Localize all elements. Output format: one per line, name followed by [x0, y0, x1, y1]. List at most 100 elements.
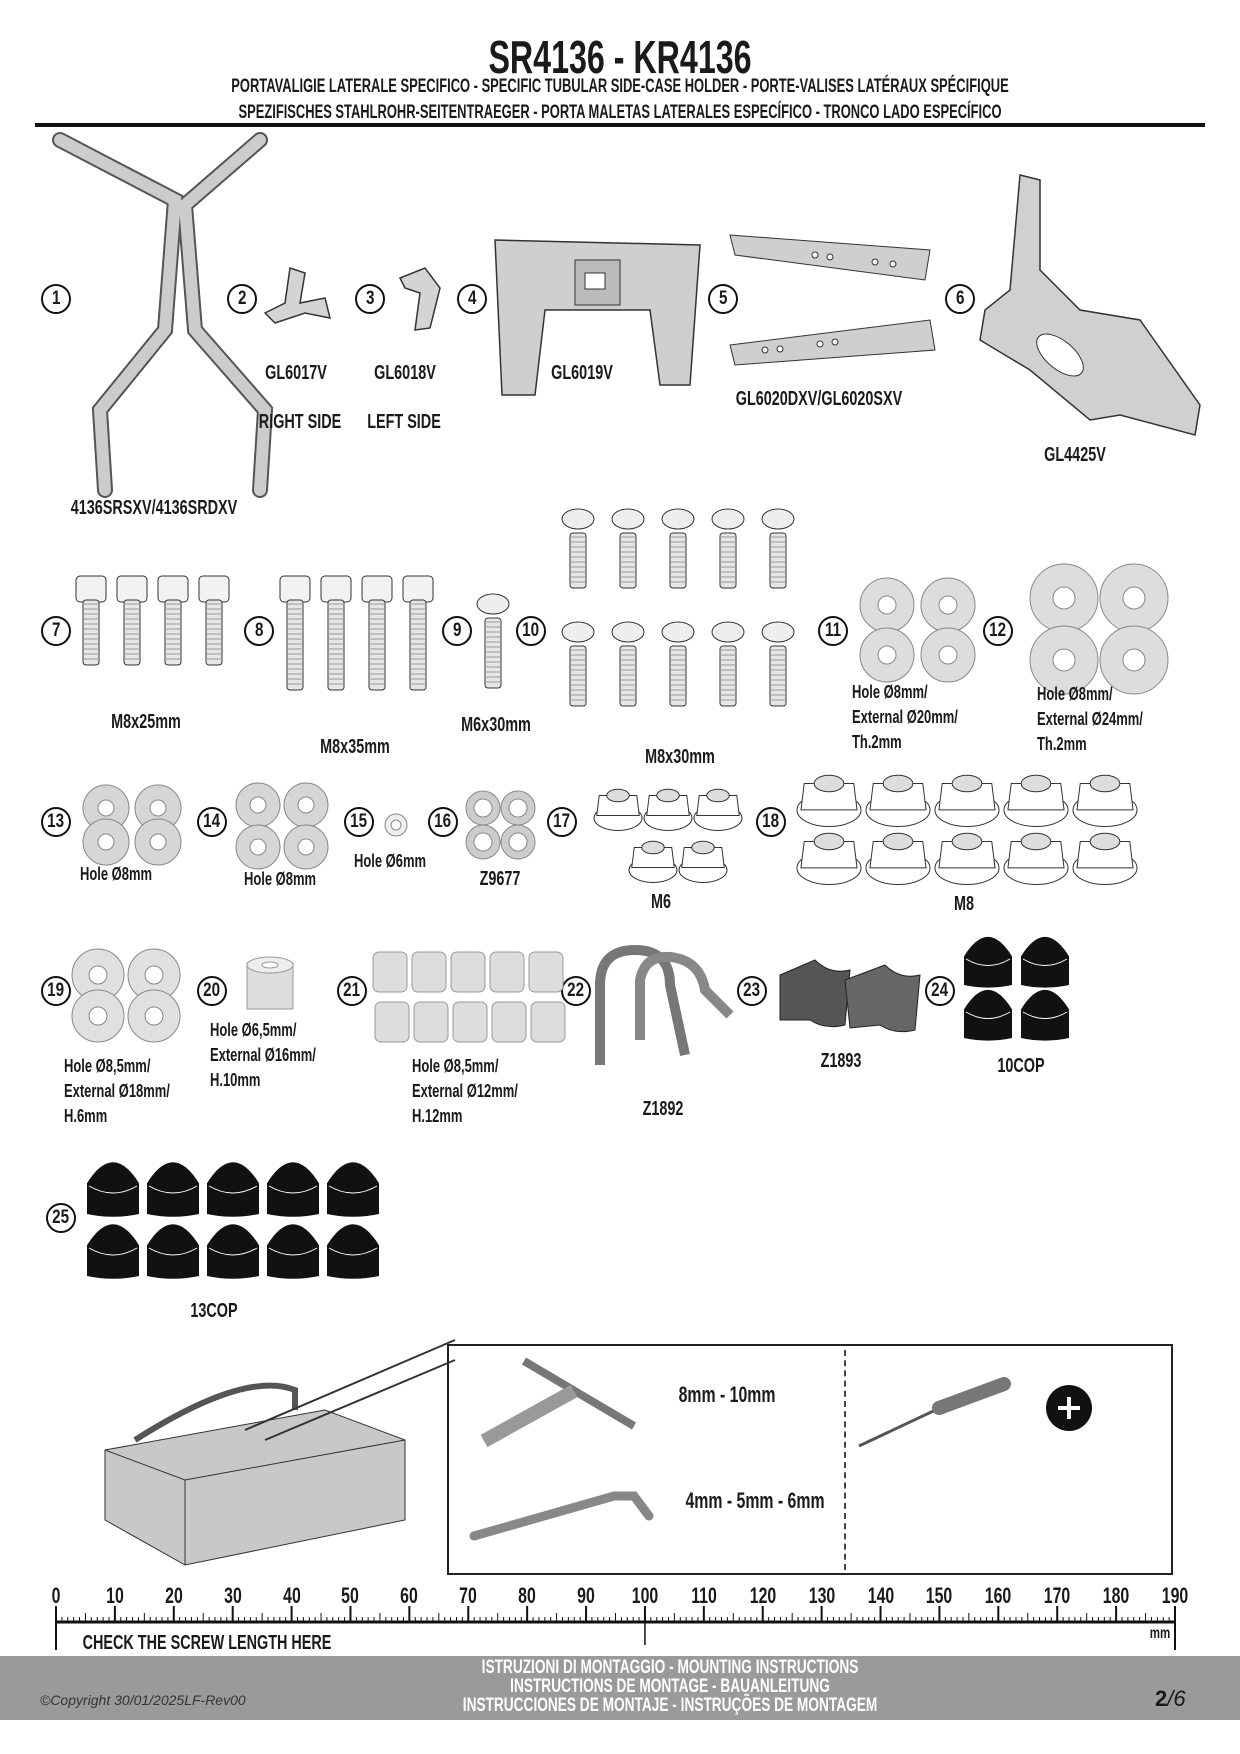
part-number-text: 25	[52, 1207, 70, 1228]
part-19-spec: Hole Ø8,5mm/External Ø18mm/H.6mm	[64, 1054, 170, 1129]
part-14-spec: Hole Ø8mm	[243, 869, 317, 889]
part-number-text: 7	[51, 620, 61, 641]
cap-13cop	[327, 1162, 379, 1217]
part-number-15: 15	[344, 807, 374, 837]
ruler-tick-label: 140	[867, 1583, 894, 1608]
ruler-tick-label: 180	[1102, 1583, 1130, 1608]
m6-flange-nut	[593, 788, 643, 831]
washer-24mm	[1099, 625, 1169, 695]
part-number-text: 2	[237, 288, 247, 309]
washer-20mm	[859, 577, 915, 633]
part-number-text: 18	[762, 811, 780, 832]
m8-flange-nut	[865, 832, 931, 885]
cap-10cop	[1021, 989, 1069, 1041]
washer-z9677	[465, 824, 501, 860]
allen-key-icon	[469, 1491, 654, 1541]
m8-flange-nut	[934, 832, 1000, 885]
part-6-code: GL4425V	[1044, 444, 1106, 466]
spring-washer	[82, 784, 130, 832]
part-number-23: 23	[737, 976, 767, 1006]
washer-20mm	[920, 577, 976, 633]
ruler-tick-label: 40	[282, 1583, 301, 1608]
spacer-18mm	[71, 948, 125, 1002]
part-23-rubber-pads-illustration	[779, 959, 921, 1033]
m8-flange-nut	[796, 832, 862, 885]
part-9-size: M6x30mm	[461, 714, 531, 736]
copyright: ©Copyright 30/01/2025LF-Rev00	[40, 1692, 246, 1708]
ruler-tick-label: 30	[223, 1583, 242, 1608]
ruler-tick-label: 0	[51, 1583, 61, 1608]
part-16-code: Z9677	[479, 868, 521, 890]
page-current: 2	[1155, 1686, 1168, 1711]
ruler-tick-label: 10	[106, 1583, 124, 1608]
part-number-text: 10	[522, 620, 540, 641]
part-number-21: 21	[337, 976, 367, 1006]
spec-line: External Ø20mm/	[852, 707, 958, 727]
part-number-text: 1	[51, 288, 61, 309]
spacer-12mm	[530, 1001, 566, 1043]
part-5-bars-illustration	[729, 234, 936, 366]
spec-line: Hole Ø8,5mm/	[412, 1056, 499, 1076]
spacer-12mm	[372, 951, 408, 993]
footer-line-2: INSTRUCTIONS DE MONTAGE - BAUANLEITUNG	[510, 1676, 830, 1697]
washer-24mm	[1099, 563, 1169, 633]
spec-line: External Ø18mm/	[64, 1081, 170, 1101]
socket-sizes: 8mm - 10mm	[678, 1382, 776, 1407]
ruler-tick-label: 60	[400, 1583, 419, 1608]
part-number-text: 21	[343, 980, 361, 1001]
spec-line: Th.2mm	[852, 732, 902, 752]
ruler-tick-label: 150	[926, 1583, 953, 1608]
spacer-12mm	[450, 951, 486, 993]
ruler-tick-label: 50	[341, 1583, 360, 1608]
cap-13cop	[87, 1224, 139, 1279]
part-3-bracket-illustration	[398, 267, 441, 331]
toolbox-illustration	[104, 1339, 456, 1566]
washer-6mm	[384, 813, 408, 837]
m8x30-bolt	[611, 621, 645, 707]
ruler-tick-label: 130	[808, 1583, 835, 1608]
part-4-code: GL6019V	[551, 362, 613, 384]
spacer-12mm	[528, 951, 564, 993]
m8x30-bolt	[561, 508, 595, 589]
part-number-11: 11	[818, 616, 848, 646]
spec-line: H.12mm	[412, 1106, 463, 1126]
m8x35-bolt	[402, 575, 434, 691]
ruler-tick-label: 80	[518, 1583, 536, 1608]
part-number-6: 6	[945, 284, 975, 314]
part-number-2: 2	[227, 284, 257, 314]
m8-flange-nut	[796, 774, 862, 827]
washer-20mm	[920, 627, 976, 683]
part-number-text: 20	[203, 980, 221, 1001]
m8-flange-nut	[934, 774, 1000, 827]
part-number-22: 22	[561, 976, 591, 1006]
ruler-tick-label: 120	[749, 1583, 776, 1608]
part-number-text: 3	[365, 288, 375, 309]
spec-line: External Ø12mm/	[412, 1081, 518, 1101]
part-2-side: RIGHT SIDE	[258, 411, 342, 433]
cap-13cop	[267, 1224, 319, 1279]
washer-z9677	[500, 824, 536, 860]
spec-line: Th.2mm	[1037, 734, 1087, 754]
part-number-4: 4	[457, 284, 487, 314]
spacer-12mm	[452, 1001, 488, 1043]
washer-8mm	[235, 824, 281, 870]
ruler-caption: CHECK THE SCREW LENGTH HERE	[82, 1632, 332, 1654]
spec-line: Hole Ø8mm/	[1037, 684, 1113, 704]
m8x25-bolt	[198, 575, 230, 666]
m8-flange-nut	[865, 774, 931, 827]
m6-flange-nut	[643, 788, 693, 831]
m8x30-bolt	[561, 621, 595, 707]
part-number-13: 13	[41, 807, 71, 837]
part-22-code: Z1892	[642, 1098, 684, 1120]
footer-line-3: INSTRUCCIONES DE MONTAJE - INSTRUÇÕES DE…	[462, 1695, 878, 1716]
spec-line: Hole Ø8,5mm/	[64, 1056, 151, 1076]
part-13-spec: Hole Ø8mm	[79, 864, 153, 884]
cap-13cop	[207, 1224, 259, 1279]
m8x25-bolt	[157, 575, 189, 666]
m8-flange-nut	[1003, 832, 1069, 885]
m8x30-bolt	[711, 621, 745, 707]
part-21-spec: Hole Ø8,5mm/External Ø12mm/H.12mm	[412, 1054, 518, 1129]
part-number-text: 8	[254, 620, 264, 641]
part-number-text: 9	[452, 620, 462, 641]
part-number-24: 24	[925, 976, 955, 1006]
